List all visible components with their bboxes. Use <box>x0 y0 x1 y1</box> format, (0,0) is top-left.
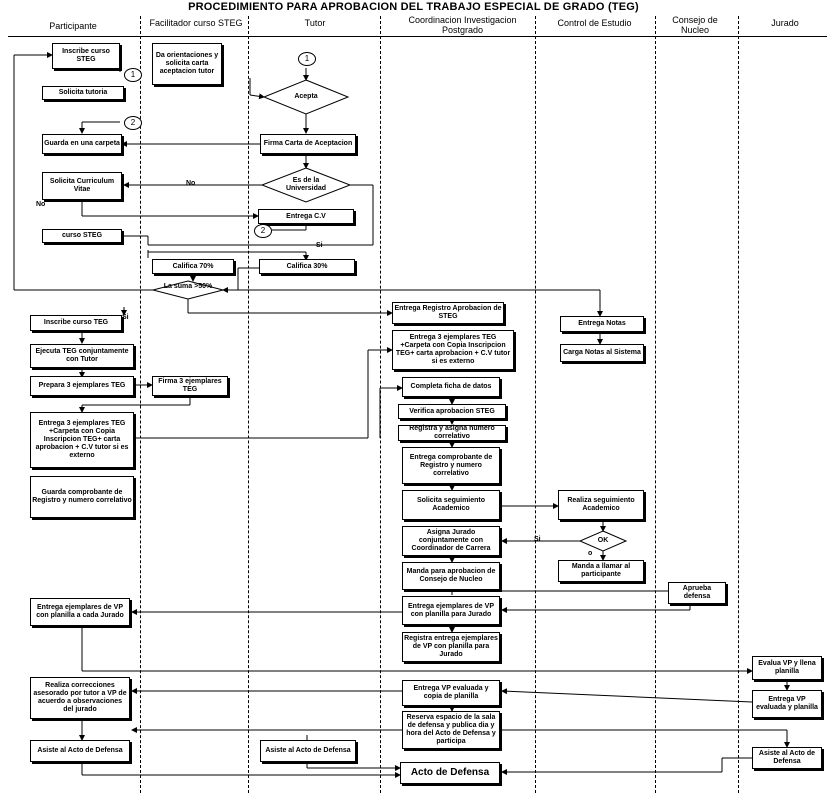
entrega-notas-box: Entrega Notas <box>560 316 644 332</box>
entrega-vp-evaluada-coord-box: Entrega VP evaluada y copia de planilla <box>402 680 500 706</box>
col-tutor: Tutor <box>304 18 326 28</box>
label-si: Si <box>316 242 323 249</box>
asiste-jurado-box: Asiste al Acto de Defensa <box>752 747 822 769</box>
decision-la-suma: La suma >50% <box>163 283 213 290</box>
lane-divider <box>248 16 249 793</box>
solicita-seguimiento-box: Solicita seguimiento Academico <box>402 490 500 520</box>
asiste-tutor-box: Asiste al Acto de Defensa <box>260 740 356 762</box>
solicita-cv-box: Solicita Curriculum Vitae <box>42 172 122 200</box>
col-facilitador: Facilitador curso STEG <box>149 18 243 28</box>
connector-1: 1 <box>298 52 316 66</box>
ejecuta-teg-box: Ejecuta TEG conjuntamente con Tutor <box>30 344 134 368</box>
registra-entrega-box: Registra entrega ejemplares de VP con pl… <box>402 632 500 662</box>
realiza-correcciones-box: Realiza correcciones asesorado por tutor… <box>30 677 130 719</box>
connector-1: 1 <box>124 68 142 82</box>
entrega-comprobante-box: Entrega comprobante de Registro y numero… <box>402 447 500 484</box>
lane-divider <box>655 16 656 793</box>
entrega-cv-box: Entrega C.V <box>258 209 354 224</box>
da-orientaciones-box: Da orientaciones y solicita carta acepta… <box>152 43 222 85</box>
entrega-registro-box: Entrega Registro Aprobacion de STEG <box>392 302 504 324</box>
prepara-ejemplares-box: Prepara 3 ejemplares TEG <box>30 376 134 396</box>
guarda-comprobante-box: Guarda comprobante de Registro y numero … <box>30 476 134 518</box>
inscribe-curso-steg-box: Inscribe curso STEG <box>52 43 120 69</box>
label-no: No <box>36 201 46 208</box>
curso-steg-box: curso STEG <box>42 229 122 243</box>
califica-70-box: Califica 70% <box>152 259 234 274</box>
entrega-ejemplares-coord-box: Entrega 3 ejemplares TEG +Carpeta con Co… <box>392 330 514 370</box>
guarda-carpeta-box: Guarda en una carpeta <box>42 134 122 154</box>
label-si: Si <box>534 536 541 543</box>
realiza-seguimiento-box: Realiza seguimiento Academico <box>558 490 644 520</box>
entrega-vp-jurado-participante-box: Entrega ejemplares de VP con planilla a … <box>30 598 130 626</box>
decision-es-universidad: Es de la Universidad <box>285 177 327 192</box>
asiste-participante-box: Asiste al Acto de Defensa <box>30 740 130 762</box>
acto-defensa-box: Acto de Defensa <box>400 762 500 784</box>
solicita-tutoria-box: Solicita tutoria <box>42 86 124 100</box>
connector-2: 2 <box>254 224 272 238</box>
entrega-vp-evaluada-jurado-box: Entrega VP evaluada y planilla <box>752 690 822 718</box>
carga-notas-box: Carga Notas al Sistema <box>560 344 644 362</box>
diagram-title: PROCEDIMIENTO PARA APROBACION DEL TRABAJ… <box>188 1 639 13</box>
completa-ficha-box: Completa ficha de datos <box>402 377 500 397</box>
registra-asigna-box: Registra y asigna numero correlativo <box>398 425 506 441</box>
label-no: No <box>186 180 196 187</box>
col-consejo: Consejo de Nucleo <box>672 15 718 35</box>
lane-divider <box>535 16 536 793</box>
evalua-vp-box: Evalua VP y llena planilla <box>752 656 822 680</box>
entrega-ejemplares-vp-coord-box: Entrega ejemplares de VP con planilla pa… <box>402 596 500 625</box>
aprueba-defensa-box: Aprueba defensa <box>668 582 726 604</box>
col-control: Control de Estudio <box>557 18 632 28</box>
col-participante: Participante <box>49 21 97 31</box>
lane-divider <box>738 16 739 793</box>
decision-acepta: Acepta <box>294 93 318 100</box>
manda-aprobacion-box: Manda para aprobacion de Consejo de Nucl… <box>402 562 500 590</box>
verifica-aprobacion-box: Verifica aprobacion STEG <box>398 404 506 419</box>
col-jurado: Jurado <box>771 18 799 28</box>
firma-ejemplares-box: Firma 3 ejemplares TEG <box>152 376 228 396</box>
firma-carta-box: Firma Carta de Aceptacion <box>260 134 356 154</box>
connector-2: 2 <box>124 116 142 130</box>
decision-ok: OK <box>597 537 609 544</box>
header-rule <box>8 36 827 37</box>
label-ok-no: o <box>588 550 593 557</box>
reserva-espacio-box: Reserva espacio de la sala de defensa y … <box>402 711 500 749</box>
manda-llamar-box: Manda a llamar al participante <box>558 560 644 582</box>
asigna-jurado-box: Asigna Jurado conjuntamente con Coordina… <box>402 526 500 556</box>
inscribe-curso-teg-box: Inscribe curso TEG <box>30 315 122 331</box>
col-coordinacion: Coordinacion Investigacion Postgrado <box>408 15 517 35</box>
label-si: Si <box>122 314 129 321</box>
entrega-ejemplares-participante-box: Entrega 3 ejemplares TEG +Carpeta con Co… <box>30 412 134 468</box>
califica-30-box: Califica 30% <box>259 259 355 274</box>
